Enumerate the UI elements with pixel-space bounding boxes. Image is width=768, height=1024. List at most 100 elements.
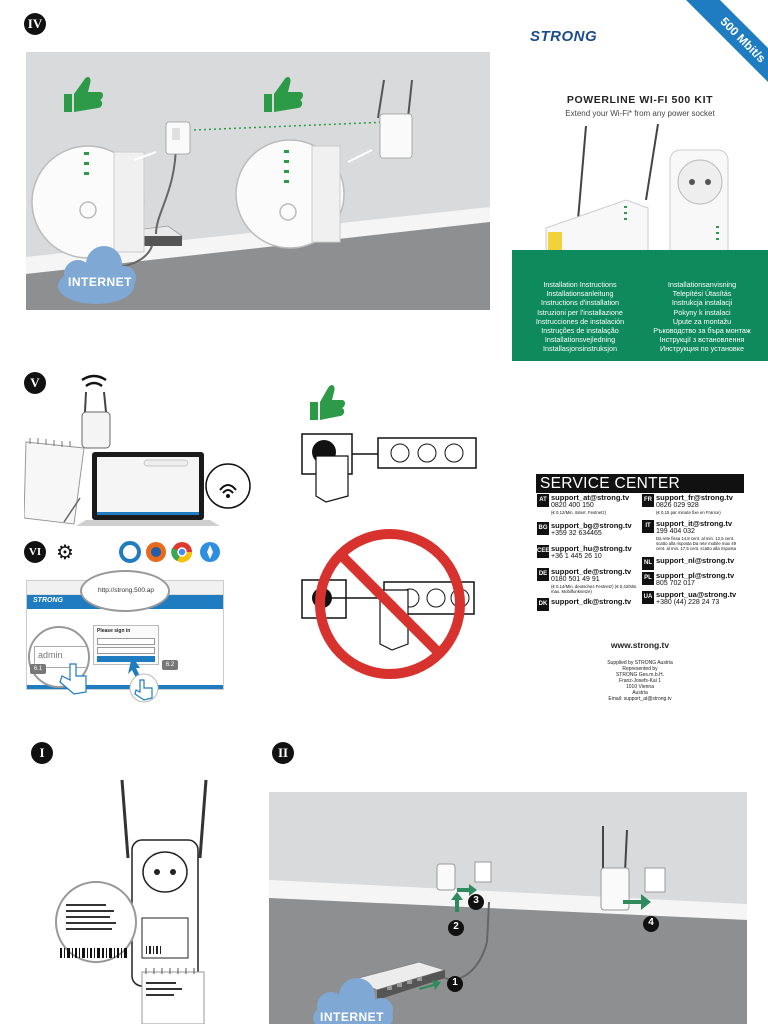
step-ii-badge: II (272, 742, 294, 764)
admin-zoom-field (34, 646, 88, 668)
support-email-link[interactable]: support_it@strong.tv (656, 519, 733, 528)
supplier-line: Austria (632, 690, 648, 696)
signin-box: Please sign in (93, 625, 159, 665)
support-email-link[interactable]: support_dk@strong.tv (551, 597, 632, 606)
country-code-badge: BG (537, 522, 549, 535)
instruction-lang: Installasjonsinstruksjon (543, 344, 617, 354)
support-email-link[interactable]: support_ua@strong.tv (656, 590, 737, 599)
support-email-link[interactable]: support_fr@strong.tv (656, 493, 733, 502)
browser-icons (119, 541, 220, 563)
browser-footer (27, 685, 223, 689)
support-phone: 0826 029 928 (656, 502, 699, 509)
thumbs-up-icon (310, 385, 345, 420)
instruction-lang: Инструкция по установке (660, 344, 744, 354)
url-zoom-callout (80, 570, 170, 612)
product-image (545, 123, 729, 260)
step-vi-badge: VI (24, 541, 46, 563)
product-title: POWERLINE WI-FI 500 KIT (566, 94, 714, 106)
ie-icon (119, 541, 141, 563)
instruction-lang: Instruções de instalação (541, 326, 619, 336)
country-code-badge: IT (642, 520, 654, 533)
instruction-lang: Installationsanvisning (667, 280, 737, 289)
supplier-line: Supplied by STRONG Austria (607, 660, 673, 666)
support-email-link[interactable]: support_de@strong.tv (551, 567, 632, 576)
support-email-link[interactable]: support_at@strong.tv (551, 493, 630, 502)
support-email-link[interactable]: support_bg@strong.tv (551, 521, 632, 530)
step-iv-illustration (26, 52, 490, 310)
supplier-block: Supplied by STRONG Austria Represented b… (536, 660, 744, 702)
country-code-badge: NL (642, 557, 654, 570)
website: www.strong.tv (610, 640, 670, 650)
instruction-lang: Instrukcja instalacji (671, 298, 733, 308)
supplier-line: 1010 Vienna (626, 684, 654, 690)
password-field[interactable] (97, 647, 155, 654)
username-field[interactable] (97, 638, 155, 645)
number-4: 4 (648, 917, 654, 928)
service-contact: support_bg@strong.tv+359 32 634465 (551, 522, 632, 538)
instruction-lang: Ръководство за бъра монтаж (653, 326, 751, 336)
service-contact: support_dk@strong.tv (551, 598, 631, 606)
support-note: (€ 0,12/Min. österr. Festnetz) (551, 510, 606, 515)
instruction-lang: Upute za montažu (672, 316, 732, 326)
supplier-line: Represented by (622, 666, 658, 672)
product-tagline: Extend your Wi-Fi* from any power socket (565, 109, 715, 118)
support-phone: +359 32 634465 (551, 530, 602, 537)
step-i-badge: I (31, 742, 53, 764)
instruction-lang: Instrucciones de instalación (535, 316, 625, 326)
login-button[interactable] (97, 656, 155, 662)
step-ii-illustration (269, 792, 747, 1024)
support-phone: +36 1 445 26 10 (551, 553, 602, 560)
instruction-lang: Installationsanleitung (546, 289, 614, 299)
support-phone: 805 702 017 (656, 580, 695, 587)
service-center: SERVICE CENTER (536, 474, 744, 493)
step-v-illustration (24, 374, 251, 526)
support-email-link[interactable]: support_nl@strong.tv (656, 556, 735, 565)
step-v-badge: V (24, 372, 46, 394)
hand-pointer-icons (59, 656, 159, 703)
instruction-lang: Installation Instructions (543, 280, 617, 289)
instruction-lang: Інструкції з встановлення (659, 335, 745, 345)
prohibit-icon (315, 529, 465, 679)
admin-zoom-callout: admin (28, 626, 90, 688)
supplier-line: STRONG Ges.m.b.H. (615, 672, 665, 678)
step-6-2: 6.2 (162, 660, 178, 670)
step-i-illustration (55, 779, 208, 1024)
country-code-badge: DE (537, 568, 549, 581)
service-contact: support_hu@strong.tv+36 1 445 26 10 (551, 545, 632, 561)
country-code-badge: AT (537, 494, 549, 507)
cloud-icon (313, 978, 393, 1024)
url-text: http://strong.500.ap (97, 587, 154, 594)
country-code-badge: PL (642, 572, 654, 585)
number-1: 1 (452, 977, 458, 988)
internet-label-top: INTERNET (68, 275, 132, 289)
signin-title: Please sign in (97, 628, 131, 634)
support-email-link[interactable]: support_hu@strong.tv (551, 544, 632, 553)
support-email-link[interactable]: support_pl@strong.tv (656, 571, 735, 580)
country-code-badge: FR (642, 494, 654, 507)
instruction-lang: Telepítési Útasítás (672, 289, 732, 299)
internet-label-bottom: INTERNET (320, 1010, 384, 1024)
country-code-badge: CEE (537, 545, 549, 558)
site-logo: STRONG (33, 597, 63, 604)
support-phone: 0820 400 150 (551, 502, 594, 509)
instruction-lang: Installationsvejledning (544, 335, 616, 345)
support-phone: 199 404 032 (656, 528, 695, 535)
service-contact: support_ua@strong.tv+380 (44) 228 24 73 (656, 591, 736, 607)
service-center-title: SERVICE CENTER (536, 474, 744, 493)
support-note: Da rete fissa 14,8 cent. al min. 12,5 ce… (656, 536, 737, 551)
country-code-badge: DK (537, 598, 549, 611)
step-iv-badge: IV (24, 13, 46, 35)
instructions-right: Installationsanvisning Telepítési Útasít… (642, 280, 762, 354)
support-note: (€ 0,15 par minute fixe en France) (656, 510, 721, 515)
